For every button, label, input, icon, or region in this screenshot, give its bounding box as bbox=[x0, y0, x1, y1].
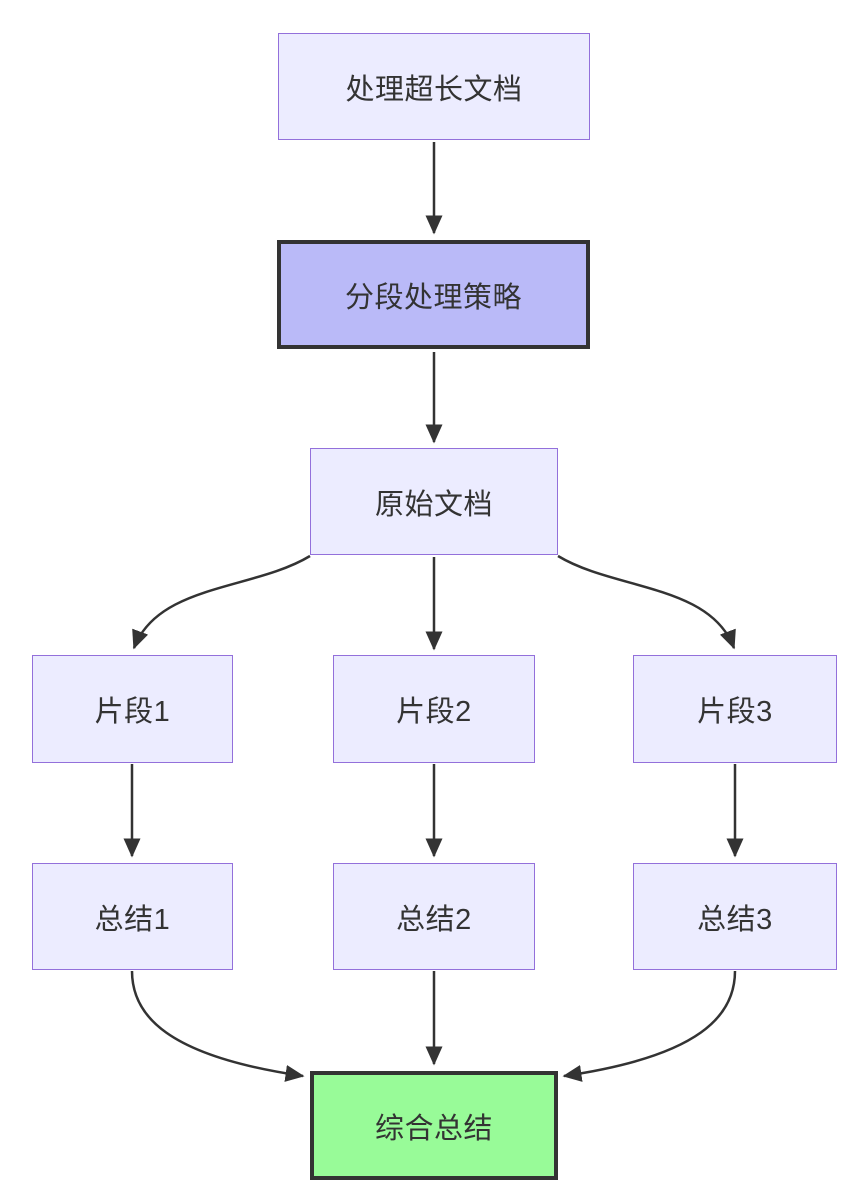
node-final-summary: 综合总结 bbox=[310, 1071, 558, 1180]
node-summary-3: 总结3 bbox=[633, 863, 837, 970]
node-fragment-1: 片段1 bbox=[32, 655, 233, 763]
edge-E3-F bbox=[562, 970, 737, 1082]
node-segmentation-strategy: 分段处理策略 bbox=[277, 240, 590, 349]
node-label: 综合总结 bbox=[374, 1112, 493, 1145]
node-label: 片段2 bbox=[396, 696, 472, 728]
node-label: 片段1 bbox=[94, 696, 171, 728]
node-label: 总结2 bbox=[396, 903, 472, 936]
node-original-document: 原始文档 bbox=[310, 448, 558, 555]
node-fragment-2: 片段2 bbox=[333, 655, 535, 763]
node-label: 分段处理策略 bbox=[344, 281, 522, 314]
node-label: 片段3 bbox=[697, 696, 773, 728]
node-summary-1: 总结1 bbox=[32, 863, 233, 970]
node-process-long-document: 处理超长文档 bbox=[278, 33, 590, 140]
node-label: 总结1 bbox=[94, 903, 171, 936]
edge-C-D3 bbox=[557, 554, 736, 650]
edge-C-D1 bbox=[132, 554, 311, 650]
node-label: 原始文档 bbox=[374, 488, 493, 521]
node-label: 总结3 bbox=[697, 903, 773, 936]
edge-E1-F bbox=[130, 970, 305, 1082]
node-label: 处理超长文档 bbox=[345, 73, 523, 106]
node-summary-2: 总结2 bbox=[333, 863, 535, 970]
node-fragment-3: 片段3 bbox=[633, 655, 837, 763]
